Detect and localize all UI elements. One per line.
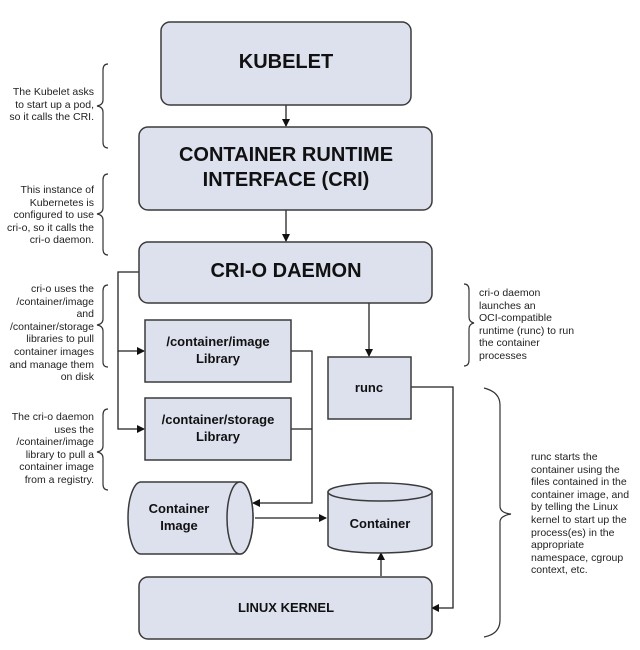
annotation-line: libraries to pull (26, 333, 94, 346)
storage-library-node: /container/storage Library (144, 397, 292, 461)
annotation-line: OCI-compatible (479, 312, 552, 325)
cri-label-line2: INTERFACE (CRI) (203, 169, 370, 191)
kubelet-node: KUBELET (160, 21, 412, 106)
annotation-line: on disk (60, 371, 94, 384)
annotation-line: cri-o uses the (30, 283, 94, 295)
brace-cri-note (96, 173, 109, 256)
annotation-line: runtime (runc) to run (479, 324, 575, 337)
annotation-line: The Kubelet asks (12, 86, 94, 98)
arrow-libs-to-container-image (252, 350, 313, 507)
annotation-line: to start up a pod, (15, 98, 94, 111)
pull-annotation: The cri-o daemon uses the /container/ima… (0, 411, 94, 487)
kubelet-annotation: The Kubelet asks to start up a pod, so i… (4, 86, 94, 124)
annotation-line: container image (19, 461, 94, 474)
crio-daemon-label: CRI-O DAEMON (210, 260, 361, 282)
storage-library-label-line1: /container/storage (162, 412, 275, 427)
brace-kubelet-note (96, 63, 109, 149)
container-image-node: Container Image (127, 481, 254, 555)
runc-start-annotation: runc starts the container using the file… (531, 451, 639, 577)
arrow-crio-to-image-lib (117, 271, 145, 355)
annotation-line: processes (479, 349, 527, 362)
linux-kernel-node: LINUX KERNEL (138, 576, 433, 640)
image-library-label-line2: Library (196, 351, 241, 366)
annotation-line: kernel to start up the (531, 513, 627, 526)
annotation-line: This instance of (20, 184, 94, 196)
cri-node: CONTAINER RUNTIME INTERFACE (CRI) (138, 126, 433, 211)
crio-daemon-node: CRI-O DAEMON (138, 241, 433, 304)
cri-label-line1: CONTAINER RUNTIME (179, 144, 393, 166)
annotation-line: configured to use (13, 209, 94, 222)
libraries-annotation: cri-o uses the /container/image and /con… (0, 283, 94, 384)
image-library-label-line1: /container/image (166, 334, 269, 349)
annotation-line: runc starts the (531, 451, 598, 463)
annotation-line: container image, and (531, 488, 630, 501)
runc-node: runc (327, 356, 412, 420)
annotation-line: appropriate (531, 539, 585, 552)
brace-libraries-note (96, 284, 109, 368)
container-image-label-line1: Container (149, 501, 210, 516)
cri-annotation: This instance of Kubernetes is configure… (0, 184, 94, 247)
annotation-line: container images (14, 345, 94, 358)
arrow-runc-to-kernel (411, 386, 454, 612)
annotation-line: library to pull a (25, 448, 94, 461)
annotation-line: and (76, 308, 94, 321)
container-image-label-line2: Image (160, 518, 198, 533)
image-library-node: /container/image Library (144, 319, 292, 383)
annotation-line: launches an (479, 299, 536, 312)
annotation-line: files contained in the (531, 476, 627, 489)
annotation-line: the container (479, 337, 540, 350)
annotation-line: The cri-o daemon (11, 411, 94, 423)
runc-label: runc (355, 380, 383, 395)
kubelet-label: KUBELET (239, 51, 333, 73)
brace-runc-start-note (483, 387, 512, 638)
linux-kernel-label: LINUX KERNEL (238, 600, 334, 615)
brace-pull-note (96, 408, 109, 491)
annotation-line: cri-o daemon (479, 287, 541, 299)
annotation-line: /container/storage (9, 320, 94, 333)
annotation-line: uses the (54, 423, 94, 436)
storage-library-label-line2: Library (196, 429, 241, 444)
annotation-line: by telling the Linux (531, 501, 618, 514)
runc-launch-annotation: cri-o daemon launches an OCI-compatible … (479, 287, 599, 363)
annotation-line: namespace, cgroup (531, 551, 624, 564)
arrow-crio-to-storage-lib (117, 351, 145, 433)
annotation-line: cri-o daemon. (29, 234, 94, 247)
container-label: Container (350, 516, 411, 531)
annotation-line: container using the (531, 463, 620, 476)
annotation-line: /container/image (16, 295, 94, 308)
container-node: Container (327, 482, 433, 554)
annotation-line: cri-o, so it calls the (7, 221, 94, 234)
brace-runc-launch-note (463, 283, 475, 367)
annotation-line: so it calls the CRI. (9, 111, 94, 124)
annotation-line: and manage them (9, 358, 94, 371)
annotation-line: from a registry. (24, 473, 94, 486)
annotation-line: context, etc. (531, 564, 588, 577)
annotation-line: process(es) in the (531, 526, 615, 539)
annotation-line: Kubernetes is (29, 196, 94, 209)
annotation-line: /container/image (16, 436, 94, 449)
